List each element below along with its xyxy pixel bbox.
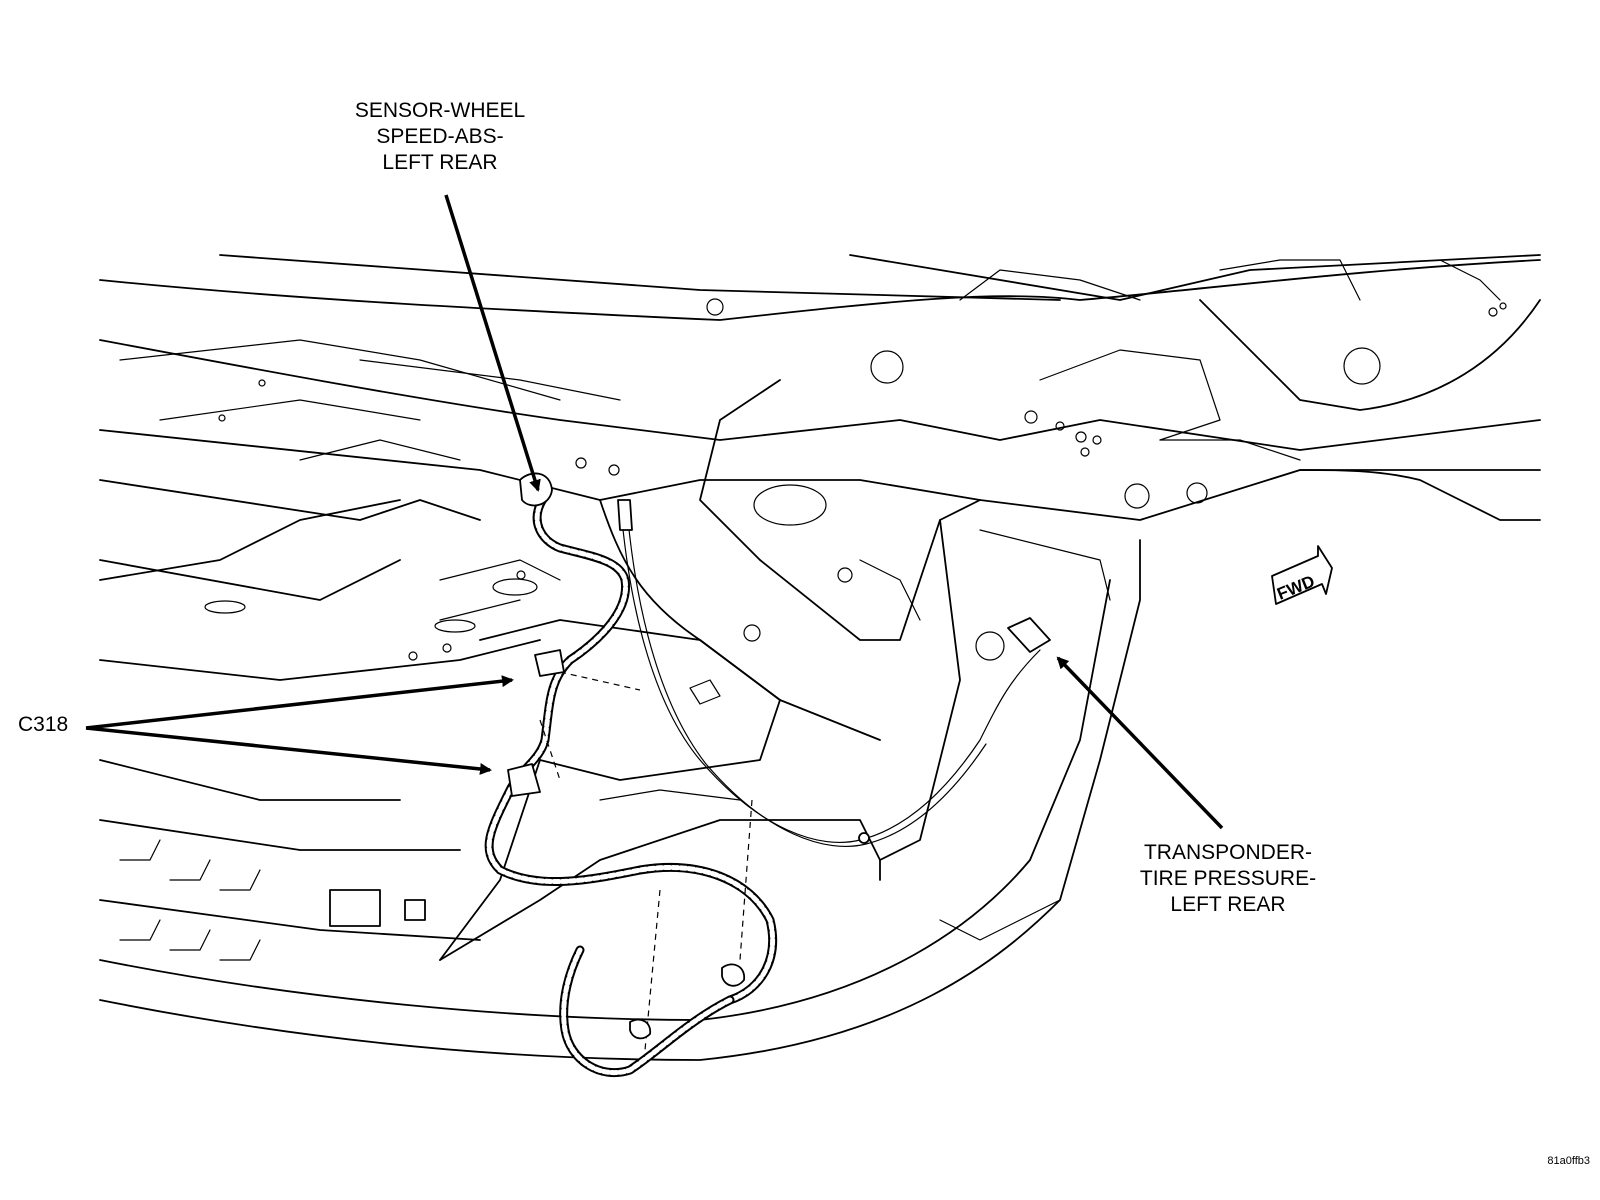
c318-leader-arrow-lower xyxy=(85,726,492,775)
leader-arrows xyxy=(85,194,1224,830)
sensor-leader-arrow xyxy=(444,194,541,492)
wiring-harness xyxy=(484,472,1051,1078)
figure-code: 81a0ffb3 xyxy=(1547,1155,1590,1167)
connector-c318-label: C318 xyxy=(18,712,78,738)
fwd-direction-badge: FWD xyxy=(1271,545,1333,605)
c318-leader-arrow-upper xyxy=(85,675,514,730)
transponder-label-line-1: TRANSPONDER- xyxy=(1143,841,1312,864)
transponder-label-line-2: TIRE PRESSURE- xyxy=(1139,867,1317,890)
transponder-label-line-3: LEFT REAR xyxy=(1170,893,1286,916)
sensor-label-line-3: LEFT REAR xyxy=(382,151,498,174)
sensor-label-line-1: SENSOR-WHEEL xyxy=(354,99,526,122)
transponder-label: TRANSPONDER- TIRE PRESSURE- LEFT REAR xyxy=(1128,840,1328,918)
underbody-structure xyxy=(99,254,1541,1061)
transponder-leader-arrow xyxy=(1056,656,1224,830)
sensor-wheel-speed-label: SENSOR-WHEEL SPEED-ABS- LEFT REAR xyxy=(330,98,550,176)
sensor-label-line-2: SPEED-ABS- xyxy=(376,125,504,148)
c318-label-text: C318 xyxy=(18,713,69,736)
